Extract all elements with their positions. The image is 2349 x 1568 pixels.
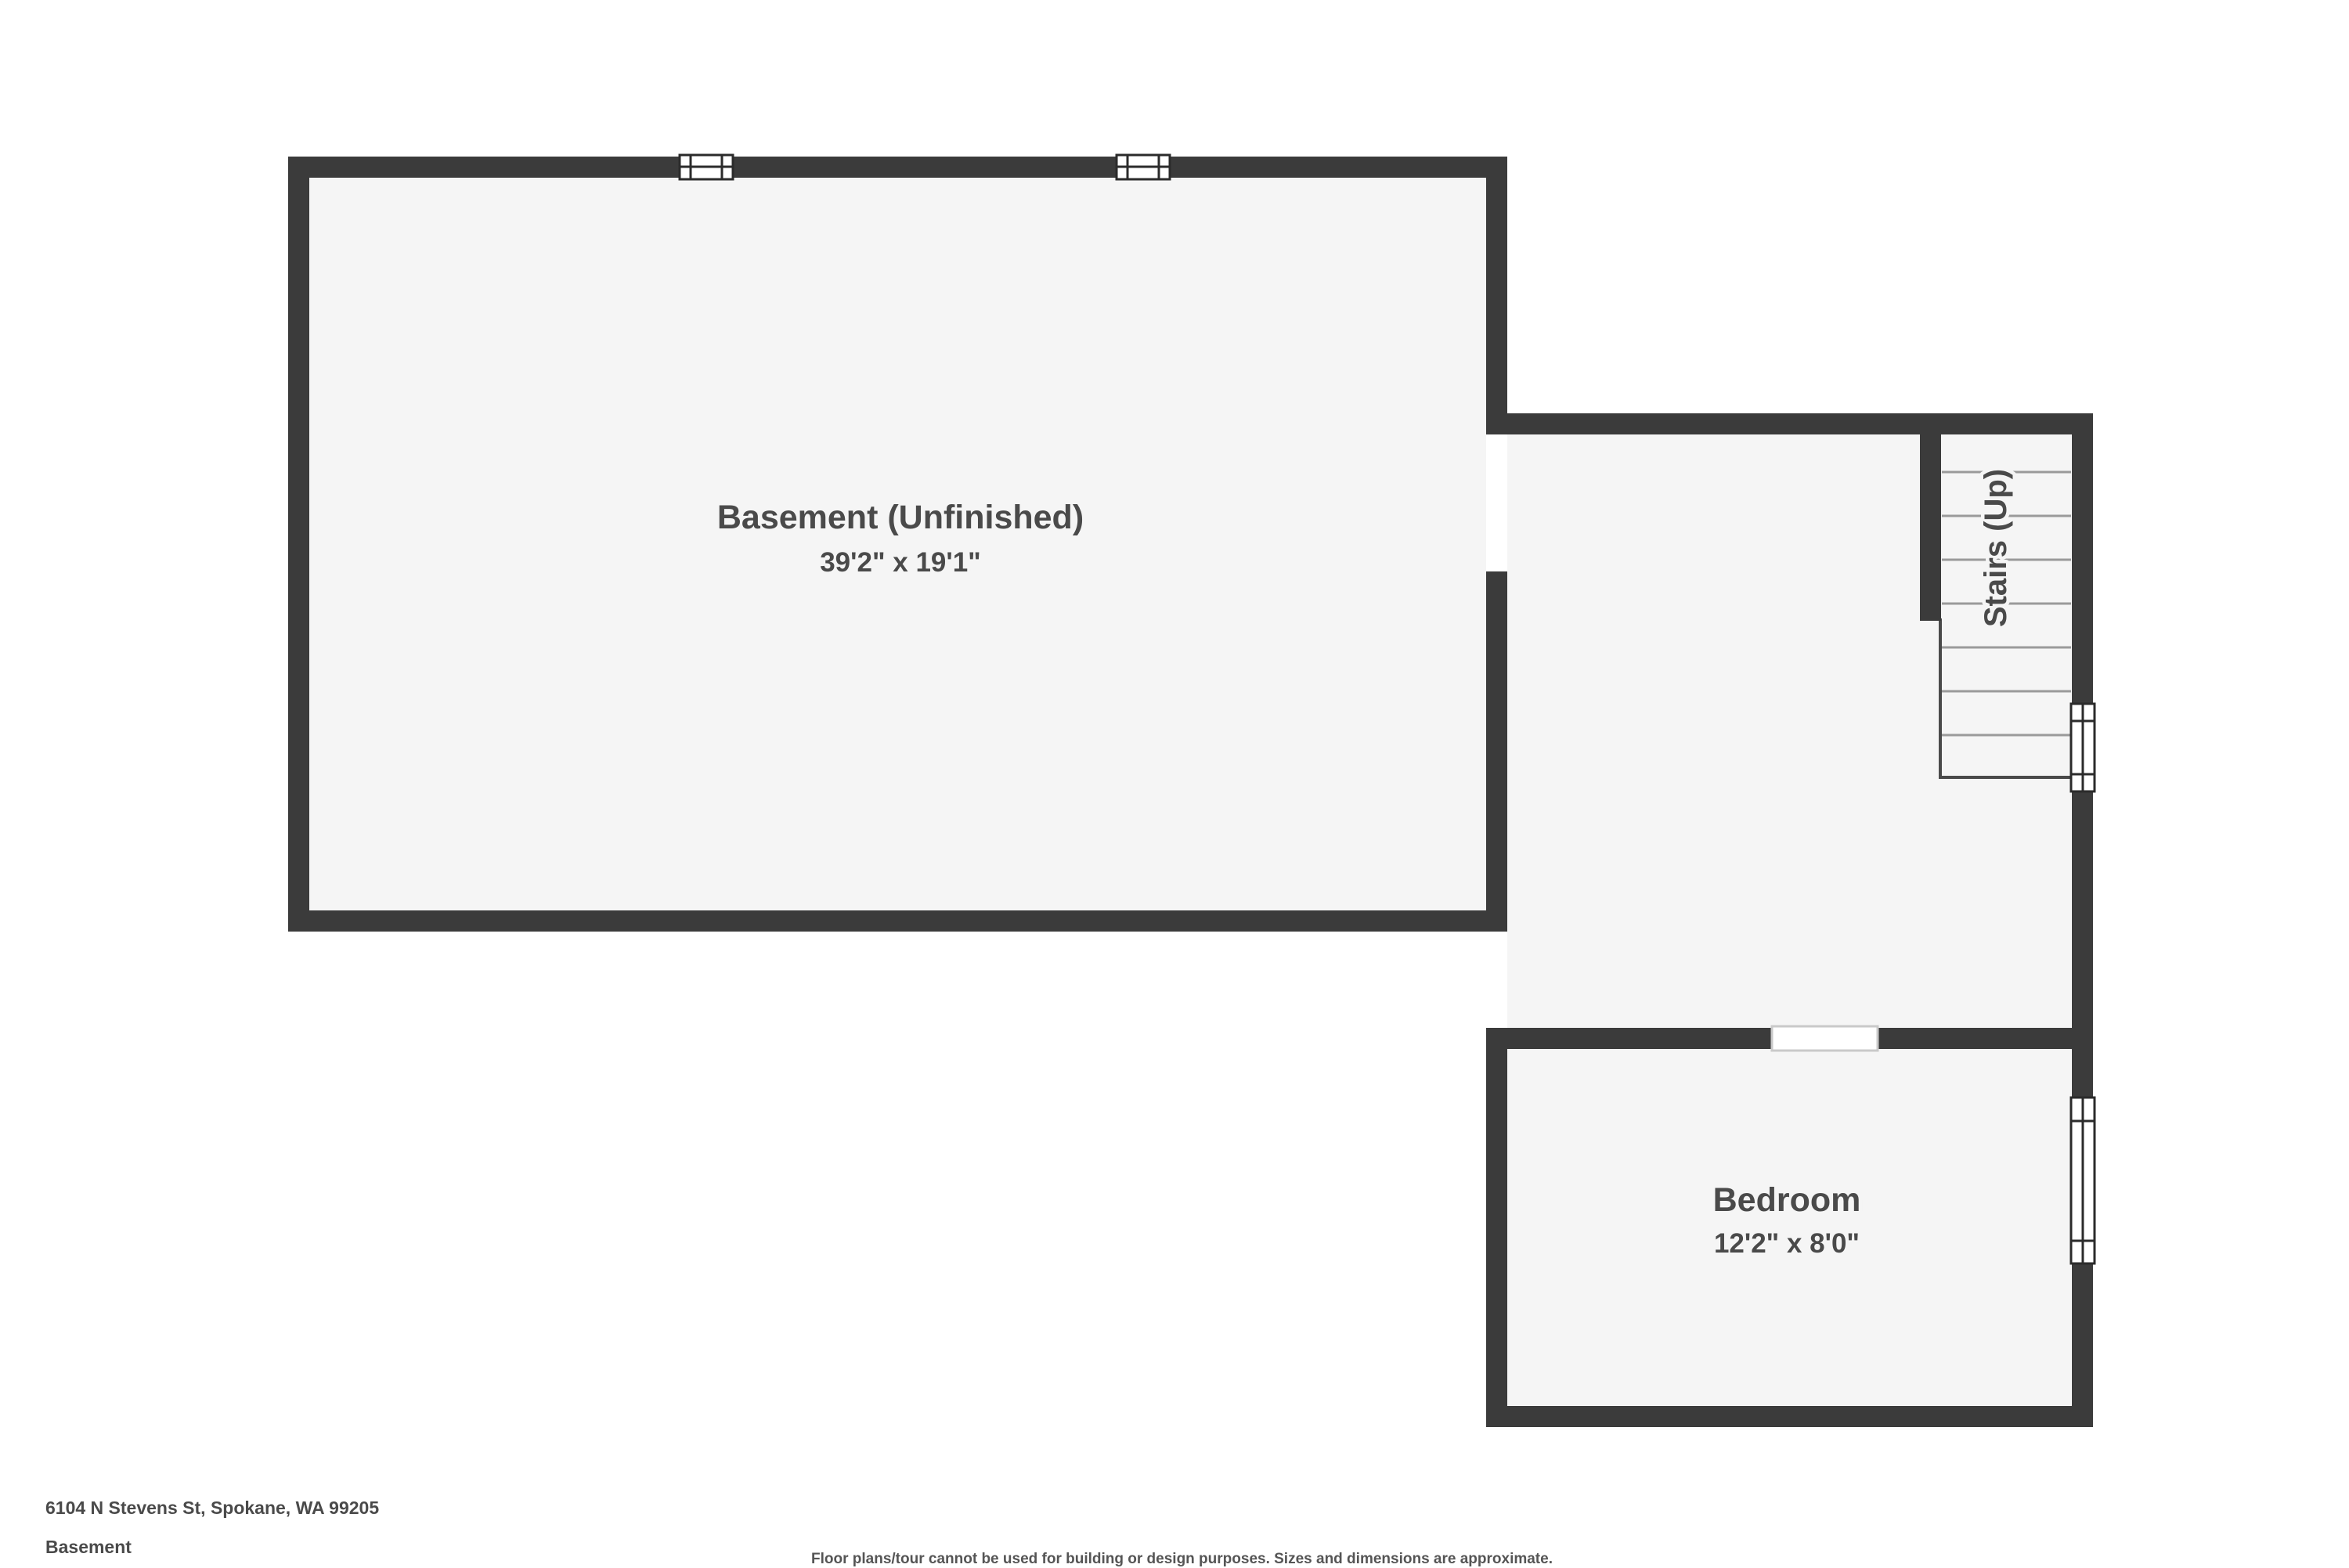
wall-bedroom-south (1486, 1406, 2093, 1427)
wall-bedroom-north-right (1878, 1028, 2093, 1049)
window-basement-north-right (1115, 153, 1171, 181)
footer-address: 6104 N Stevens St, Spokane, WA 99205 (45, 1498, 380, 1518)
stairs-treads (1942, 470, 2071, 737)
window-midroom-east (2069, 702, 2096, 793)
basement-room-dimensions: 39'2" x 19'1" (820, 547, 981, 578)
room-labels: Basement (Unfinished) 39'2" x 19'1" Bedr… (713, 465, 2016, 1262)
bedroom-room-title: Bedroom (1713, 1181, 1861, 1219)
wall-east-lower (2072, 1263, 2093, 1427)
window-basement-north-left (678, 153, 734, 181)
walls (288, 157, 2093, 1427)
wall-east-mid (2072, 791, 2093, 1098)
footer-disclaimer: Floor plans/tour cannot be used for buil… (811, 1551, 1553, 1567)
middle-room-floor (1507, 434, 2071, 1029)
stairs-up-label: Stairs (Up) (1979, 469, 2013, 627)
basement-room-title: Basement (Unfinished) (717, 499, 1084, 536)
wall-basement-east-lower (1486, 571, 1507, 932)
wall-stairs-partition (1920, 413, 1941, 621)
wall-basement-south (288, 910, 1507, 932)
floor-fills (308, 176, 2071, 1405)
bedroom-room-dimensions: 12'2" x 8'0" (1714, 1228, 1860, 1259)
wall-bedroom-west (1486, 1028, 1507, 1427)
wall-bedroom-north-left (1486, 1028, 1772, 1049)
wall-middle-north (1486, 413, 2093, 434)
basement-floor (308, 176, 1486, 912)
wall-basement-east-upper (1486, 157, 1507, 434)
footer-level-label: Basement (45, 1537, 132, 1557)
window-bedroom-east (2069, 1096, 2096, 1265)
bedroom-floor (1507, 1049, 2071, 1405)
wall-east-upper (2072, 413, 2093, 705)
stairs-outline (1939, 618, 2073, 779)
windows (678, 153, 2096, 1265)
wall-basement-west (288, 157, 309, 932)
wall-basement-north (288, 157, 1507, 178)
doorway-midroom-to-bedroom (1770, 1025, 1879, 1052)
